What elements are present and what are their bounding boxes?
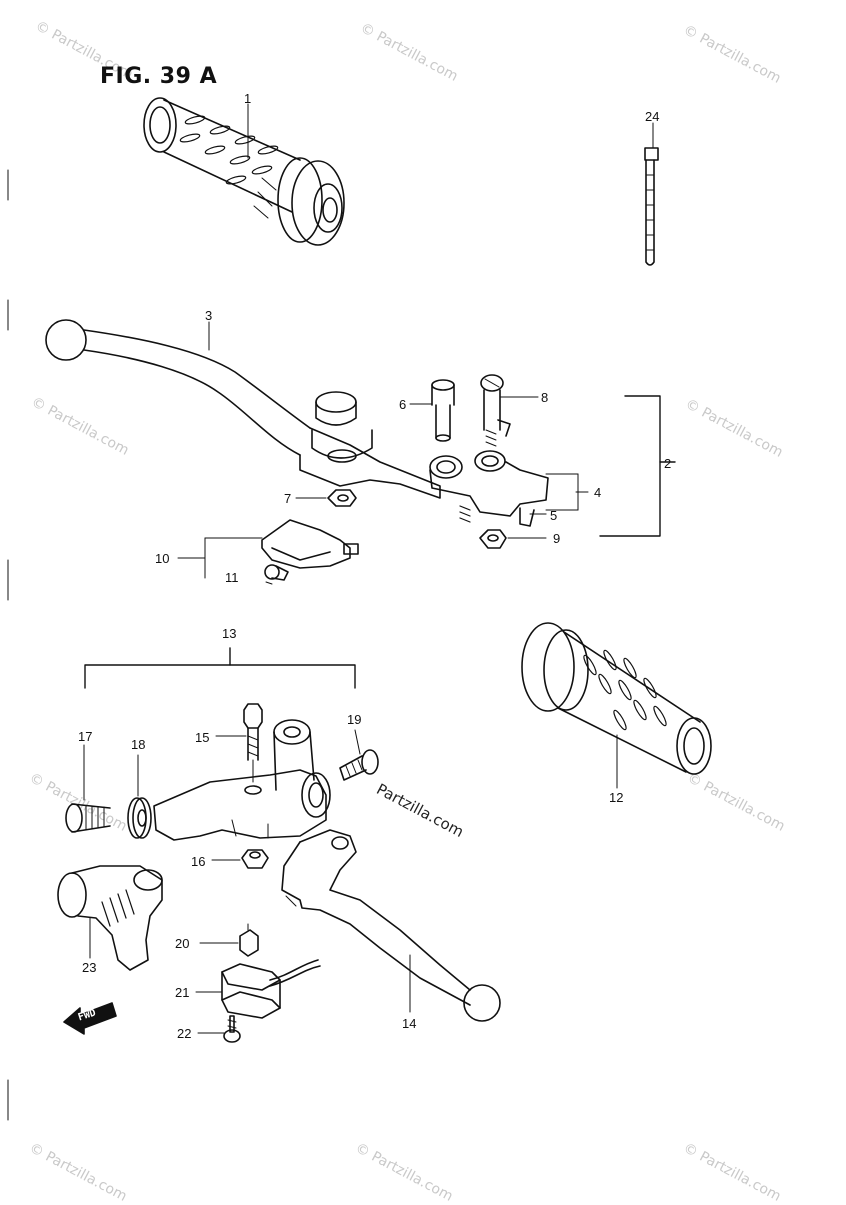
grip-right-part-12 (521, 622, 712, 789)
callout-14: 14 (402, 1016, 417, 1031)
callout-9: 9 (553, 531, 561, 546)
callout-18: 18 (131, 737, 146, 752)
callout-15: 15 (195, 730, 210, 745)
tie-strap-part-24 (644, 122, 659, 266)
callout-22: 22 (177, 1026, 192, 1041)
bolt-part-15 (215, 703, 263, 783)
callout-16: 16 (191, 854, 206, 869)
callout-8: 8 (541, 390, 549, 405)
lever-holder-part-13 (153, 719, 331, 841)
callout-1: 1 (244, 91, 252, 106)
leader-lines (247, 103, 587, 515)
callout-21: 21 (175, 985, 190, 1000)
callout-6: 6 (399, 397, 407, 412)
screw-part-22 (197, 1015, 241, 1043)
callout-11: 11 (225, 570, 239, 585)
lever-part-14 (281, 829, 501, 1022)
callout-19: 19 (347, 712, 362, 727)
fwd-arrow-icon (63, 1002, 117, 1035)
group-bracket-13 (84, 647, 356, 689)
screw-part-8 (480, 374, 539, 447)
nut-part-9 (479, 529, 547, 549)
adjuster-bolt-part-17 (65, 744, 111, 833)
bracket-part-4-5 (429, 450, 589, 527)
callout-23: 23 (82, 960, 97, 975)
callout-17: 17 (78, 729, 93, 744)
adjuster-knob (311, 391, 373, 463)
callout-3: 3 (205, 308, 213, 323)
pivot-pin-part-6 (409, 379, 455, 442)
grip-left-part-1 (143, 97, 345, 246)
callout-12: 12 (609, 790, 624, 805)
nut-part-7 (295, 489, 357, 507)
callout-2: 2 (664, 456, 672, 471)
callout-7: 7 (284, 491, 292, 506)
switch-cover-part-23 (57, 865, 163, 971)
group-bracket-2 (599, 395, 676, 537)
clip-part-20 (199, 923, 259, 957)
lock-nut-part-18 (127, 754, 152, 839)
figure-title: FIG. 39 A (100, 64, 218, 89)
screw-part-19 (339, 729, 379, 781)
callout-4: 4 (594, 485, 602, 500)
callout-13: 13 (222, 626, 237, 641)
switch-part-21 (195, 959, 321, 1019)
callout-5: 5 (550, 508, 558, 523)
switch-part-10-11 (177, 519, 359, 585)
lever-part-3 (45, 319, 441, 499)
callout-24: 24 (645, 109, 660, 124)
callout-10: 10 (155, 551, 170, 566)
callout-20: 20 (175, 936, 190, 951)
nut-part-16 (211, 849, 269, 869)
